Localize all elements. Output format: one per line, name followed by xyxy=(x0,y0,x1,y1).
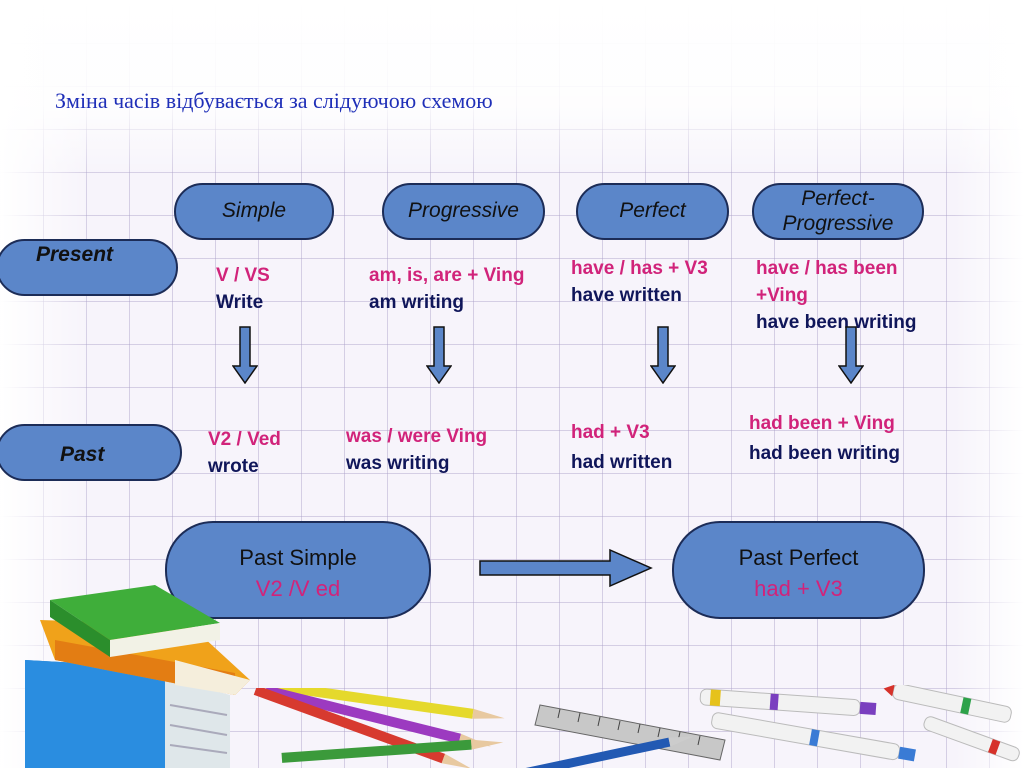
down-arrow-icon xyxy=(232,326,258,384)
past-progressive-example: was writing xyxy=(346,453,450,474)
present-perfect-progressive-cell: have / has been +Ving have been writing xyxy=(756,255,916,336)
down-arrow-icon xyxy=(650,326,676,384)
present-simple-example: Write xyxy=(216,292,264,313)
past-perfect-progressive-cell: had been + Ving had been writing xyxy=(749,409,900,469)
present-perfect-progressive-formula-1: have / has been xyxy=(756,258,898,279)
books-icon xyxy=(25,585,250,768)
present-perfect-progressive-example: have been writing xyxy=(756,312,917,333)
column-header-perfect-progressive: Perfect-Progressive xyxy=(752,183,924,240)
column-header-perfect: Perfect xyxy=(576,183,729,240)
down-arrow-icon xyxy=(426,326,452,384)
column-header-label: Perfect xyxy=(619,199,686,223)
row-label-past: Past xyxy=(0,424,182,481)
column-header-simple: Simple xyxy=(174,183,334,240)
past-perfect-progressive-example: had been writing xyxy=(749,443,900,464)
past-perfect-progressive-formula: had been + Ving xyxy=(749,413,895,434)
background-fade-right xyxy=(954,0,1024,768)
pencils-icon xyxy=(253,688,505,768)
present-progressive-cell: am, is, are + Ving am writing xyxy=(369,262,524,316)
past-simple-box-title: Past Simple xyxy=(239,545,357,570)
past-perfect-cell: had + V3 had written xyxy=(571,418,672,478)
column-header-label: Simple xyxy=(221,199,287,223)
right-arrow-icon xyxy=(479,548,653,588)
past-perfect-box-formula: had + V3 xyxy=(754,576,843,601)
past-simple-box: Past Simple V2 /V ed xyxy=(165,521,431,619)
past-perfect-box-title: Past Perfect xyxy=(738,545,859,570)
past-perfect-formula: had + V3 xyxy=(571,422,650,443)
present-progressive-formula: am, is, are + Ving xyxy=(369,265,525,286)
present-simple-cell: V / VS Write xyxy=(216,262,270,316)
past-progressive-cell: was / were Ving was writing xyxy=(346,423,487,477)
present-perfect-cell: have / has + V3 have written xyxy=(571,255,708,309)
present-perfect-example: have written xyxy=(571,285,682,306)
past-simple-box-formula: V2 /V ed xyxy=(255,576,341,601)
present-perfect-progressive-formula-2: +Ving xyxy=(756,285,808,306)
past-simple-example: wrote xyxy=(208,456,259,477)
column-header-label: Perfect-Progressive xyxy=(782,187,894,235)
present-simple-formula: V / VS xyxy=(216,265,270,286)
column-header-label: Progressive xyxy=(408,199,519,223)
down-arrow-icon xyxy=(838,326,864,384)
row-label-present: Present xyxy=(0,239,178,296)
past-simple-cell: V2 / Ved wrote xyxy=(208,426,281,480)
background-fade xyxy=(0,0,1024,175)
markers-icon xyxy=(699,685,1020,762)
column-header-progressive: Progressive xyxy=(382,183,545,240)
present-perfect-formula: have / has + V3 xyxy=(571,258,708,279)
present-progressive-example: am writing xyxy=(369,292,465,313)
past-progressive-formula: was / were Ving xyxy=(346,426,488,447)
past-simple-formula: V2 / Ved xyxy=(208,429,281,450)
past-perfect-box: Past Perfect had + V3 xyxy=(672,521,925,619)
past-perfect-example: had written xyxy=(571,452,673,473)
slide-heading: Зміна часів відбувається за слідуючою сх… xyxy=(55,88,493,113)
